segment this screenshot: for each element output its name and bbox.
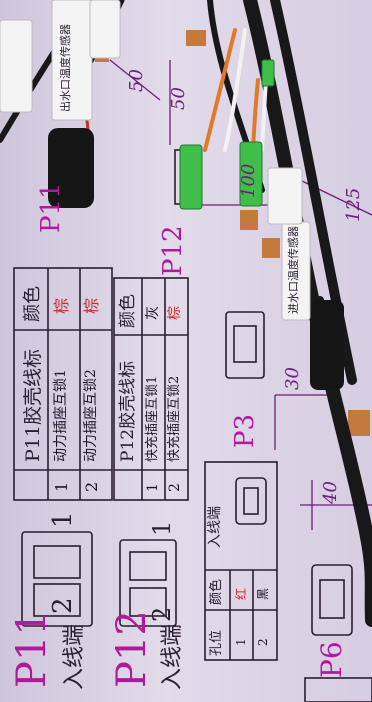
p12-row1-pin: 1 [145,483,161,492]
inlet-sensor-tag: 进水口温度传感器 [287,226,300,314]
p12-row1-label: 快充插座互锁1 [145,375,160,462]
black-plugs [48,128,344,390]
p11-name: P11 [9,610,55,688]
p3-row2-color: 黑 [256,587,270,600]
p11-entry-label: 入线端 [62,623,87,690]
p3-row1-color: 红 [234,587,248,600]
dim-50-b: 50 [168,87,189,110]
green-connectors [179,59,275,210]
p3-entry-label: 入线端 [207,506,223,548]
p11-row1-color: 棕 [52,297,71,314]
p6-name: P6 [315,641,348,678]
white-wire-tags [0,0,311,321]
p11-row1-pin: 1 [52,481,71,492]
p11-table-title: P11胶壳线标 [22,349,44,462]
p12-table-frame [113,277,189,501]
p3-row2-pin: 2 [256,638,270,646]
p3-row1-pin: 1 [234,638,248,646]
p3-name: P3 [230,413,260,448]
p11-row1-label: 动力插座互锁1 [53,369,69,462]
p12-row2-color: 棕 [167,306,183,320]
connector-sketches [21,149,372,702]
outlet-sensor-tag: 出水口温度传感器 [59,24,72,112]
p12-pin-1: 1 [148,520,176,536]
dim-40: 40 [320,481,341,504]
p12-name: P12 [109,610,155,688]
p12-plug-label: P12 [158,225,188,276]
p11-row2-label: 动力插座互锁2 [83,369,99,462]
dim-30: 30 [282,367,303,390]
p11-pin-1: 1 [48,511,78,528]
p11-row2-color: 棕 [82,297,101,314]
p11-pin-2: 2 [48,597,78,614]
dim-50-a: 50 [126,69,147,92]
p11-table-frame [13,267,113,501]
p11-row2-pin: 2 [82,481,101,492]
p12-pin-2: 2 [148,606,176,622]
p3-col-hole: 孔位 [209,629,224,656]
dim-125: 125 [343,187,364,222]
p12-table-title: P12胶壳线标 [118,360,138,462]
p12-row2-label: 快充插座互锁2 [167,375,182,462]
p11-color-header: 颜色 [22,286,43,322]
p3-col-color: 颜色 [209,578,224,605]
p12-entry-label: 入线端 [160,623,185,690]
p11-plug-label: P11 [36,182,66,233]
p12-row2-pin: 2 [167,483,183,492]
dim-100: 100 [238,163,259,198]
p12-color-header: 颜色 [118,294,138,328]
p12-row1-color: 灰 [145,306,161,320]
